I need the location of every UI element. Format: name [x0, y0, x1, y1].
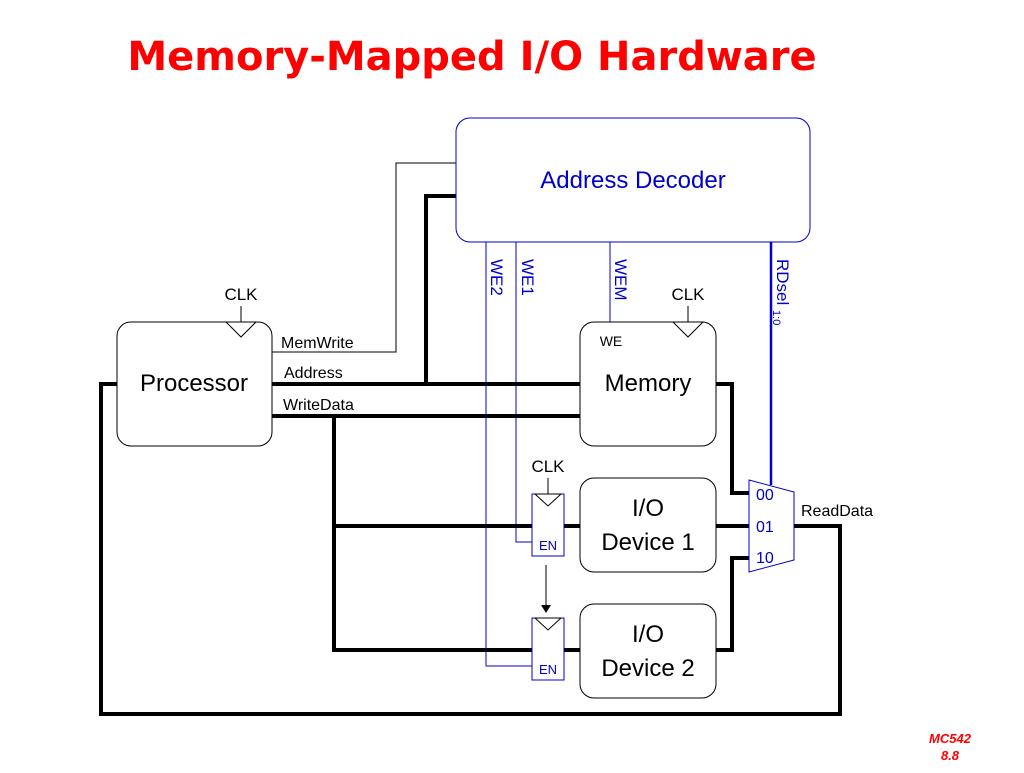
rdsel-label-subscript: 1:0 — [770, 310, 782, 325]
memory-readdata-bus — [714, 382, 751, 495]
rdsel-label-main: RDsel — [773, 259, 792, 305]
memwrite-label: MemWrite — [281, 335, 354, 352]
processor-label: Processor — [140, 370, 248, 397]
footer-page-number: 8.8 — [941, 748, 960, 763]
we1-label: WE1 — [518, 259, 537, 296]
page-title: Memory-Mapped I/O Hardware — [127, 34, 816, 80]
footer-course: MC542 — [929, 731, 972, 746]
memory-label: Memory — [605, 370, 692, 397]
io-device-2-block — [579, 603, 717, 699]
we1-line — [515, 242, 532, 543]
io-clk-label: CLK — [531, 457, 565, 476]
mux-input-00: 00 — [756, 487, 774, 504]
memory-block — [579, 321, 717, 447]
wem-label: WEM — [611, 259, 630, 301]
readdata-label: ReadData — [801, 503, 873, 520]
we2-label: WE2 — [487, 259, 506, 296]
io-device-2-label-line1: I/O — [632, 621, 664, 648]
address-to-decoder-bus — [424, 194, 458, 386]
address-label: Address — [284, 365, 343, 382]
mux-input-10: 10 — [756, 550, 774, 567]
io-device-1-label-line2: Device 1 — [601, 529, 694, 556]
readdata-bus — [99, 382, 842, 716]
io-device-2-label-line2: Device 2 — [601, 655, 694, 682]
io-device-1-block — [579, 477, 717, 573]
address-decoder-block — [455, 117, 811, 243]
processor-block — [116, 321, 273, 447]
writedata-to-io2-bus — [332, 414, 534, 652]
writedata-label: WriteData — [283, 397, 354, 414]
processor-clk-label: CLK — [224, 285, 258, 304]
io-register-2-en-label: EN — [539, 662, 557, 677]
io-register-1-en-label: EN — [539, 538, 557, 553]
we2-line — [485, 242, 532, 667]
address-decoder-label: Address Decoder — [540, 167, 725, 194]
memwrite-wire — [272, 162, 456, 353]
memory-clk-label: CLK — [671, 285, 705, 304]
en-chain-arrow-icon — [541, 605, 551, 613]
io-device-1-label-line1: I/O — [632, 495, 664, 522]
mux-input-01: 01 — [756, 519, 774, 536]
memory-we-label: WE — [600, 333, 623, 349]
io-register-2-clock-triangle-icon — [533, 617, 563, 631]
readdata-mux — [748, 479, 795, 573]
io2-readdata-bus — [714, 556, 751, 652]
rdsel-label: RDsel 1:0 — [770, 259, 792, 325]
